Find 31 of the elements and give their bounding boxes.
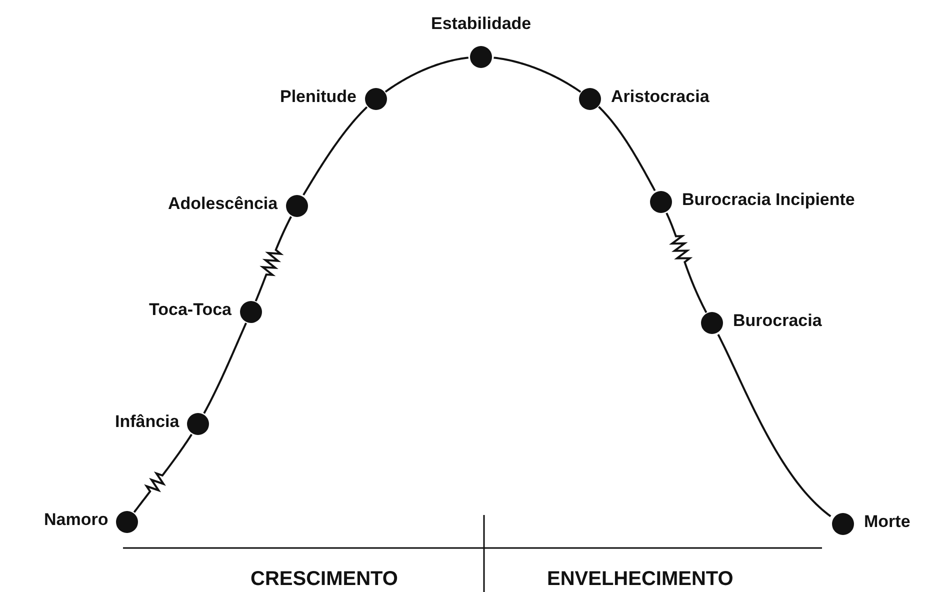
stage-label: Namoro <box>44 510 108 530</box>
curve-segment <box>598 106 656 192</box>
phase-label: CRESCIMENTO <box>250 568 398 590</box>
phase-label: ENVELHECIMENTO <box>547 568 734 590</box>
stage-label: Toca-Toca <box>149 300 232 320</box>
stage-dot <box>832 513 854 535</box>
stage-dot <box>650 191 672 213</box>
curve-segment <box>302 106 368 196</box>
stage-label: Plenitude <box>280 87 357 107</box>
stage-label: Estabilidade <box>431 14 532 34</box>
curve-segment <box>494 56 582 93</box>
stage-dot <box>701 312 723 334</box>
stage-label: Aristocracia <box>611 87 710 107</box>
stage-dot <box>470 46 492 68</box>
stage-dot <box>579 88 601 110</box>
curve-segment <box>666 212 708 314</box>
stage-dot <box>240 301 262 323</box>
curve-segment <box>717 334 832 518</box>
stage-label: Adolescência <box>168 194 278 214</box>
curve-segment <box>254 216 292 302</box>
stage-label: Morte <box>864 512 910 532</box>
stage-label: Burocracia Incipiente <box>682 190 855 210</box>
stage-dot <box>187 413 209 435</box>
curve-segment <box>384 56 469 93</box>
curve-segment <box>203 322 247 414</box>
stage-label: Infância <box>115 412 180 432</box>
curve-segment <box>133 434 192 513</box>
stage-dot <box>286 195 308 217</box>
stage-dot <box>365 88 387 110</box>
stage-label: Burocracia <box>733 311 822 331</box>
stage-dot <box>116 511 138 533</box>
